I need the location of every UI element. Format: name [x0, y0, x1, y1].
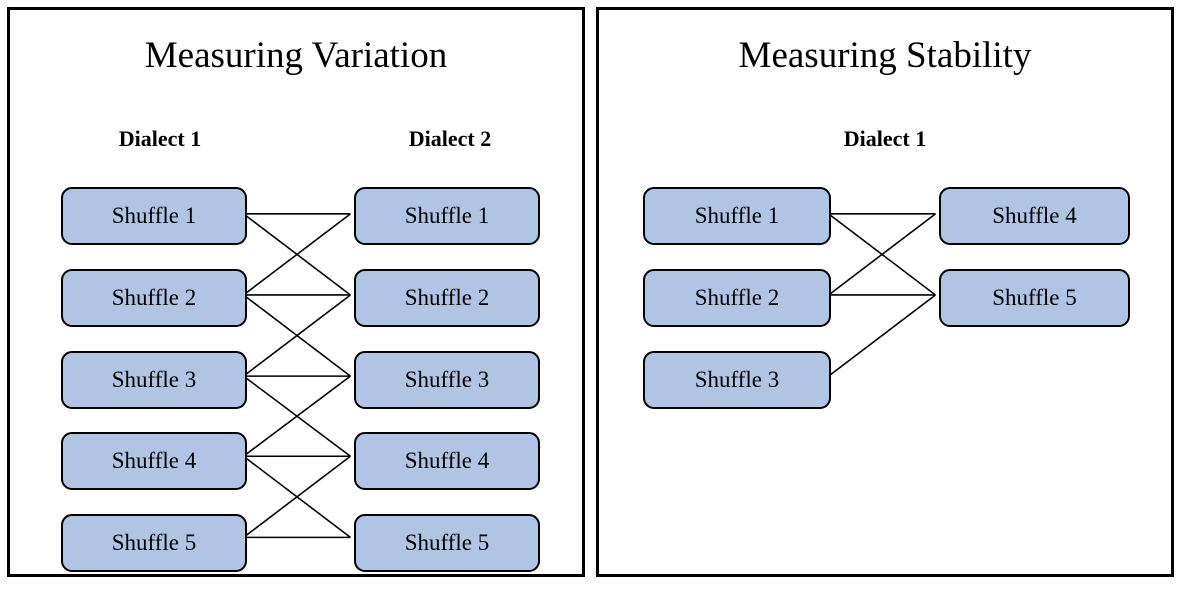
- node-variation-d2-shuffle-4[interactable]: Shuffle 4: [354, 432, 540, 490]
- node-label: Shuffle 1: [694, 203, 780, 228]
- edge-l3-r2: [243, 294, 351, 377]
- panel-title-measuring-stability: Measuring Stability: [738, 35, 1032, 76]
- edge-l1-r2: [243, 213, 351, 296]
- node-stability-shuffle-1[interactable]: Shuffle 1: [643, 187, 831, 245]
- node-variation-d2-shuffle-3[interactable]: Shuffle 3: [354, 351, 540, 409]
- node-stability-shuffle-4[interactable]: Shuffle 4: [939, 187, 1130, 245]
- node-label: Shuffle 5: [404, 530, 490, 555]
- node-label: Shuffle 4: [111, 448, 197, 473]
- node-label: Shuffle 2: [694, 285, 780, 310]
- node-label: Shuffle 3: [111, 367, 197, 392]
- node-variation-d1-shuffle-1[interactable]: Shuffle 1: [61, 187, 247, 245]
- node-stability-shuffle-3[interactable]: Shuffle 3: [643, 351, 831, 409]
- edge-l5-r4: [243, 455, 351, 539]
- node-label: Shuffle 1: [111, 203, 197, 228]
- edge-l4-r3: [243, 375, 351, 457]
- column-label-dialect-2-left: Dialect 2: [408, 126, 492, 151]
- node-variation-d2-shuffle-2[interactable]: Shuffle 2: [354, 269, 540, 327]
- node-variation-d1-shuffle-4[interactable]: Shuffle 4: [61, 432, 247, 490]
- edge-l2-r3: [243, 294, 351, 377]
- panel-measuring-stability: Measuring Stability Dialect 1 Shuffle 1 …: [596, 7, 1174, 577]
- panel-title-measuring-variation: Measuring Variation: [144, 35, 448, 76]
- column-label-dialect-1-right: Dialect 1: [843, 126, 927, 151]
- node-variation-d2-shuffle-1[interactable]: Shuffle 1: [354, 187, 540, 245]
- node-variation-d1-shuffle-2[interactable]: Shuffle 2: [61, 269, 247, 327]
- edge-l4-r5: [243, 455, 351, 539]
- panel-measuring-variation: Measuring Variation Dialect 1 Dialect 2: [7, 7, 585, 577]
- node-label: Shuffle 4: [404, 448, 490, 473]
- node-label: Shuffle 3: [404, 367, 490, 392]
- edge-l2-r1: [243, 213, 351, 296]
- node-label: Shuffle 2: [404, 285, 490, 310]
- node-label: Shuffle 4: [992, 203, 1077, 228]
- edge-l3-r4: [243, 375, 351, 457]
- node-label: Shuffle 3: [694, 367, 780, 392]
- node-label: Shuffle 2: [111, 285, 197, 310]
- node-variation-d1-shuffle-5[interactable]: Shuffle 5: [61, 514, 247, 572]
- node-label: Shuffle 5: [992, 285, 1077, 310]
- edge-s3-s5: [828, 294, 936, 377]
- node-label: Shuffle 1: [404, 203, 490, 228]
- column-label-dialect-1-left: Dialect 1: [118, 126, 202, 151]
- node-variation-d2-shuffle-5[interactable]: Shuffle 5: [354, 514, 540, 572]
- node-stability-shuffle-5[interactable]: Shuffle 5: [939, 269, 1130, 327]
- edge-s1-s5: [828, 213, 936, 296]
- node-stability-shuffle-2[interactable]: Shuffle 2: [643, 269, 831, 327]
- node-variation-d1-shuffle-3[interactable]: Shuffle 3: [61, 351, 247, 409]
- edge-s2-s4: [828, 213, 936, 296]
- node-label: Shuffle 5: [111, 530, 197, 555]
